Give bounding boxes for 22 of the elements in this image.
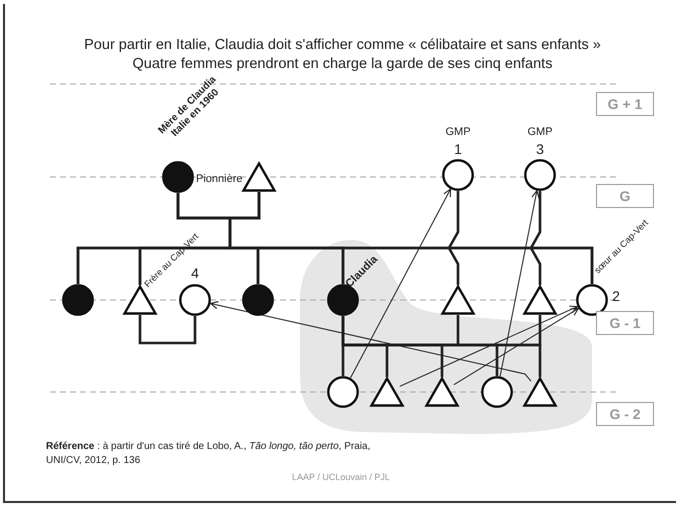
callout-number: 2 [611, 289, 621, 304]
arrow [350, 188, 452, 378]
kinship-line [448, 191, 460, 285]
arrow [500, 190, 540, 377]
footer-credit: LAAP / UCLouvain / PJL [291, 472, 391, 482]
generation-label: G [596, 184, 654, 208]
node-caption: GMP [526, 126, 554, 138]
callout-number: 1 [453, 142, 463, 158]
callout-number: 4 [190, 266, 200, 282]
node-caption: GMP [444, 126, 472, 138]
generation-label: G - 1 [596, 311, 654, 335]
title: Pour partir en Italie, Claudia doit s'afficher comme « célibataire et sans enfants » Quatre femmes prendront en charge la garde de ses cinq enfants [83, 36, 602, 74]
generation-label: G + 1 [596, 92, 654, 116]
arrow [210, 301, 532, 382]
arrow [399, 306, 578, 387]
reference-note: Référence : à partir d'un cas tiré de Lobo, A., Tão longo, tão perto, Praia, UNI/CV, 2012, p. 136 [46, 440, 372, 468]
generation-label: G - 2 [596, 402, 654, 426]
kinship-line [138, 315, 196, 344]
kinship-line [530, 191, 542, 285]
node-caption: Pionnière [196, 173, 242, 186]
callout-number: 3 [535, 142, 545, 158]
arrow [453, 308, 579, 386]
